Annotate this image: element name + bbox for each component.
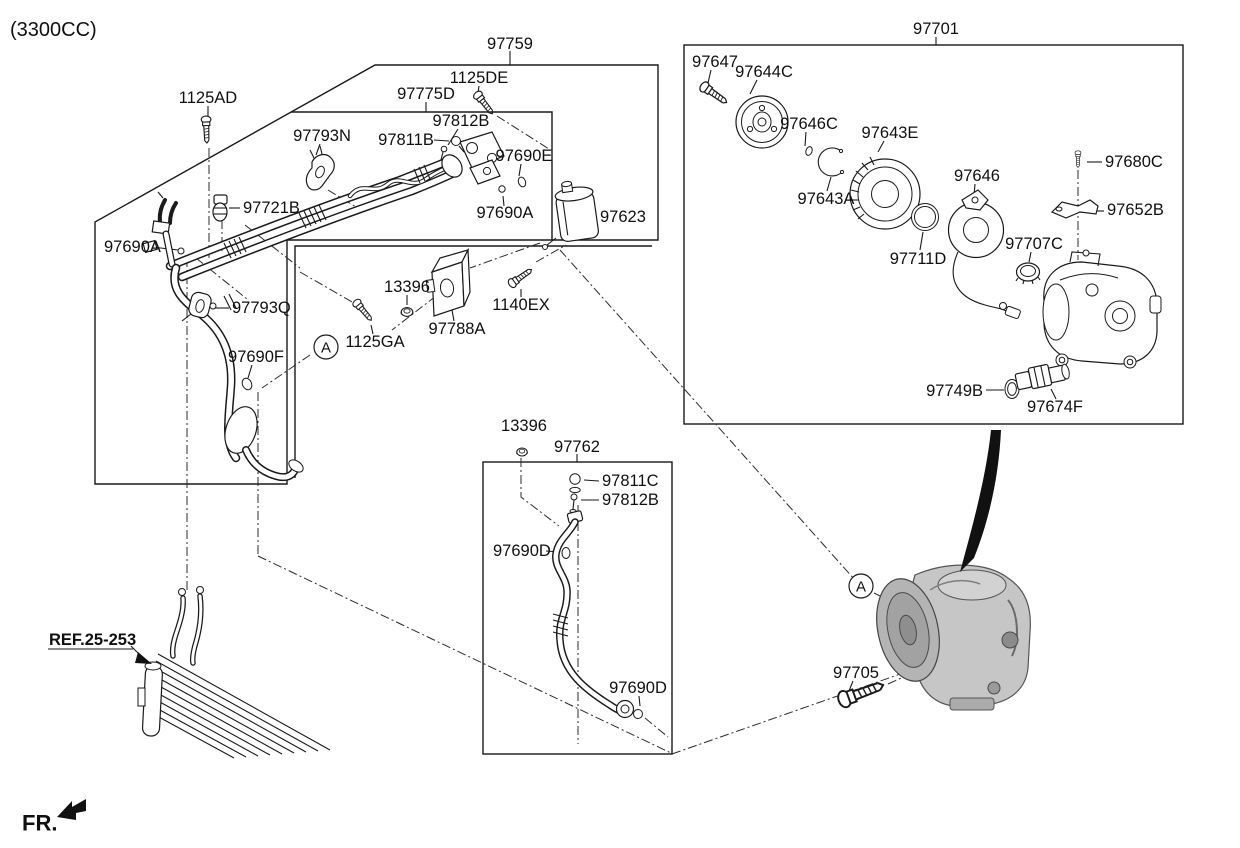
part-label-97643a: 97643A <box>798 190 855 208</box>
field-coil-drawing <box>947 189 1021 320</box>
part-label-97674f: 97674F <box>1027 398 1083 416</box>
part-label-97812b-2: 97812B <box>602 491 659 509</box>
inner-group-box-97775d <box>291 111 553 240</box>
part-97812b-2 <box>570 493 578 501</box>
expansion-valve-drawing <box>425 247 471 317</box>
engine-variant-label: (3300CC) <box>10 19 97 41</box>
part-label-97711d: 97711D <box>890 250 947 268</box>
canister-hook <box>546 237 557 246</box>
part-97690f <box>241 377 253 391</box>
part-97811c <box>569 473 581 485</box>
nut-13396-a <box>400 307 414 317</box>
canister-97623-drawing <box>554 180 599 242</box>
part-label-1140ex: 1140EX <box>492 296 550 314</box>
part-label-97793n: 97793N <box>293 127 351 145</box>
part-labels: (3300CC) 97759 1125AD 1125DE 97775D 9781… <box>10 19 1164 836</box>
part-label-97775d: 97775D <box>397 85 455 103</box>
part-label-97721b: 97721B <box>243 199 300 217</box>
part-label-97762: 97762 <box>554 438 600 456</box>
part-97690a-left <box>177 247 185 255</box>
condenser-reference-label: REF.25-253 <box>49 631 136 649</box>
view-a-label-compressor: A <box>856 579 866 596</box>
part-label-97690a-left: 97690A <box>104 238 161 256</box>
part-label-13396-1: 13396 <box>384 278 430 296</box>
part-label-97690d-1: 97690D <box>493 542 551 560</box>
part-label-97749b: 97749B <box>926 382 983 400</box>
view-marker-a-compressor: A <box>848 573 874 599</box>
part-97690a-right <box>498 185 506 193</box>
front-marker-label: FR. <box>22 811 57 836</box>
pointer-swoosh-arrow <box>960 430 1001 572</box>
view-marker-a-left: A <box>313 334 339 360</box>
outer-group-box-97759 <box>94 64 659 485</box>
part-label-97690d-2: 97690D <box>609 679 667 697</box>
compressor-group-box-97701 <box>683 44 1184 425</box>
part-97690d-1 <box>561 547 571 559</box>
part-97811b <box>451 136 461 146</box>
label-leaders <box>151 37 1104 707</box>
part-label-97690e: 97690E <box>496 147 553 165</box>
o-ring-97711d <box>911 203 939 231</box>
part-label-97623: 97623 <box>600 208 646 226</box>
part-label-13396-2: 13396 <box>501 417 547 435</box>
part-label-97646c: 97646C <box>780 115 838 133</box>
part-label-97690a-right: 97690A <box>477 204 534 222</box>
snap-ring-97646c <box>805 146 813 156</box>
part-label-1125ga: 1125GA <box>345 333 404 351</box>
part-label-97811c: 97811C <box>602 472 659 490</box>
group-boxes <box>94 44 1184 755</box>
clutch-disc-drawing <box>735 95 789 149</box>
part-97690e <box>517 176 527 188</box>
cap-97707c <box>1015 262 1041 285</box>
snap-ring-97643a <box>817 147 845 177</box>
part-label-97793q: 97793Q <box>232 299 291 317</box>
part-label-97812b-1: 97812B <box>433 112 490 130</box>
part-label-97646: 97646 <box>954 167 1000 185</box>
pulley-drawing <box>849 156 921 230</box>
condenser-drawing <box>137 586 331 759</box>
suction-hose-97762-drawing <box>552 473 643 719</box>
ref-leader <box>48 645 152 664</box>
canister-hook-ring <box>542 244 548 250</box>
part-label-97788a: 97788A <box>429 320 486 338</box>
control-valve-97674f <box>1014 363 1070 391</box>
part-label-97759: 97759 <box>487 35 533 53</box>
part-97690d-2 <box>633 709 643 719</box>
grommet-97721b-drawing <box>212 194 228 222</box>
part-label-97644c: 97644C <box>735 63 793 81</box>
part-label-97707c: 97707C <box>1005 235 1063 253</box>
part-label-97652b: 97652B <box>1107 201 1164 219</box>
hose-muffler <box>224 406 258 454</box>
compressor-body-drawing <box>1042 249 1162 369</box>
part-label-97705: 97705 <box>833 664 879 682</box>
clamp-97793n-drawing <box>305 145 335 191</box>
part-label-97690f: 97690F <box>228 348 284 366</box>
part-97812b <box>440 145 448 153</box>
nut-13396-b <box>516 447 528 457</box>
compressor-view-drawing <box>876 564 1031 711</box>
part-label-97647: 97647 <box>692 53 738 71</box>
clamp-97793q-drawing <box>181 291 217 322</box>
part-label-97680c: 97680C <box>1105 153 1163 171</box>
fr-direction-arrow <box>57 799 86 820</box>
part-label-1125ad: 1125AD <box>179 89 237 107</box>
part-label-97811b: 97811B <box>378 131 434 149</box>
bellows <box>223 164 431 259</box>
part-label-1125de: 1125DE <box>450 69 508 87</box>
part-label-97701: 97701 <box>913 20 959 38</box>
part-label-97643e: 97643E <box>862 124 919 142</box>
suction-hose-drawing <box>142 191 304 482</box>
bracket-97652b <box>1050 199 1099 219</box>
view-a-label-left: A <box>321 340 331 357</box>
discharge-liquid-tube-drawing <box>165 131 527 282</box>
